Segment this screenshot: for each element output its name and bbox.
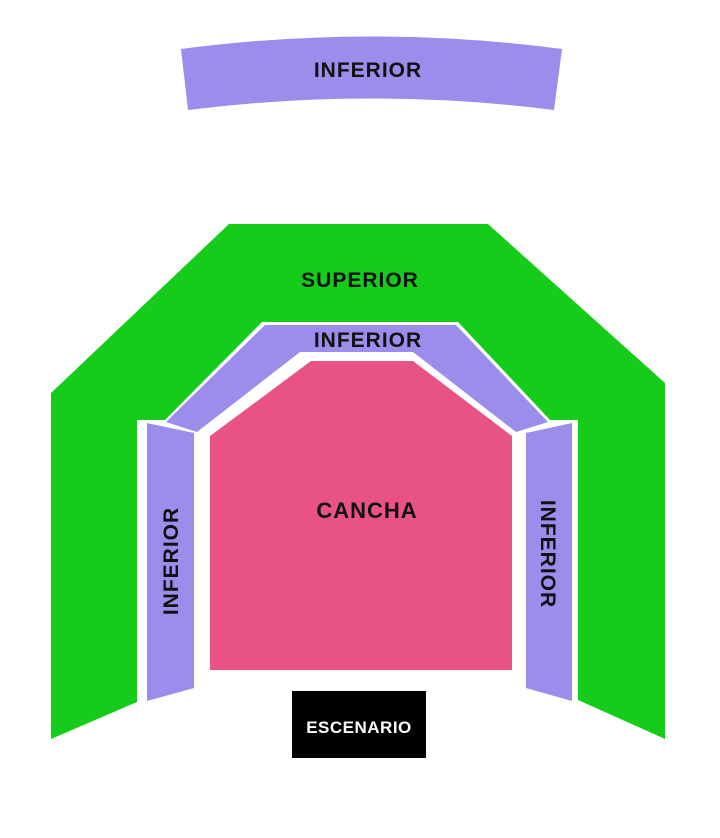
section-inferior-top-shape[interactable] — [181, 36, 562, 111]
section-cancha-shape[interactable] — [210, 361, 512, 670]
section-cancha[interactable]: CANCHA — [210, 361, 512, 670]
section-inferior-inner-shape[interactable] — [166, 325, 548, 432]
section-inferior-top-label: INFERIOR — [314, 59, 422, 82]
section-superior-shape[interactable] — [51, 224, 665, 739]
section-inferior-right[interactable]: INFERIOR — [526, 423, 572, 701]
section-inferior-top[interactable]: INFERIOR — [181, 36, 562, 111]
section-inferior-left[interactable]: INFERIOR — [147, 423, 194, 701]
section-inferior-inner-label: INFERIOR — [314, 329, 422, 352]
section-cancha-label: CANCHA — [316, 498, 417, 523]
section-superior[interactable]: SUPERIOR — [51, 224, 665, 739]
section-superior-label: SUPERIOR — [301, 269, 419, 292]
section-inferior-left-label: INFERIOR — [160, 507, 183, 615]
section-inferior-right-label: INFERIOR — [536, 500, 559, 608]
stage-escenario-label: ESCENARIO — [306, 718, 412, 737]
stage-escenario: ESCENARIO — [292, 691, 426, 758]
section-inferior-left-shape[interactable] — [147, 423, 194, 701]
stage-escenario-shape — [292, 691, 426, 758]
section-inferior-right-shape[interactable] — [526, 423, 572, 701]
section-inferior-inner[interactable]: INFERIOR — [166, 325, 548, 432]
